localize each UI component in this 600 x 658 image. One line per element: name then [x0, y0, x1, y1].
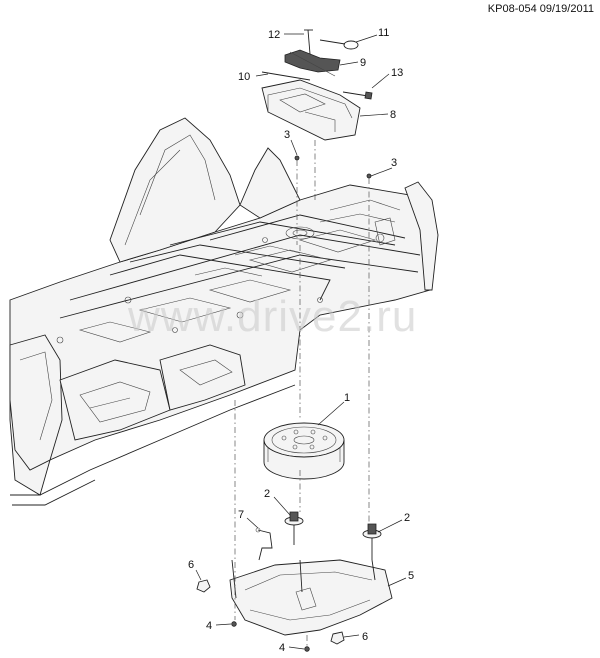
callout-11: 11 [378, 27, 389, 39]
jack-stowage-tray [261, 79, 361, 141]
callout-9: 9 [360, 57, 366, 69]
callout-2: 2 [404, 512, 410, 524]
callout-1: 1 [344, 392, 350, 404]
callout-4: 4 [279, 642, 285, 654]
callout-3: 3 [391, 157, 397, 169]
callout-8: 8 [390, 109, 396, 121]
callout-5: 5 [408, 570, 414, 582]
jack-stowage-assembly [261, 29, 373, 141]
spare-wheel [263, 422, 345, 480]
underbody-floor-pan [9, 117, 439, 506]
callout-3: 3 [284, 129, 290, 141]
wheel-mount-right [362, 523, 382, 560]
callout-6: 6 [188, 559, 194, 571]
callout-2: 2 [264, 488, 270, 500]
callout-12: 12 [268, 29, 280, 41]
leader-lines [195, 33, 407, 650]
document-id: KP08-054 09/19/2011 [487, 3, 594, 15]
watermark: www.drive2.ru [128, 292, 418, 341]
spare-tether [255, 527, 273, 561]
callout-13: 13 [391, 67, 403, 79]
callout-4: 4 [206, 620, 212, 632]
callout-7: 7 [238, 509, 244, 521]
callout-10: 10 [238, 71, 250, 83]
callout-6: 6 [362, 631, 368, 643]
scissor-jack [284, 49, 341, 73]
callout-numbers: 1 2 2 3 3 4 4 5 6 6 7 8 9 10 11 12 13 [188, 27, 414, 654]
spare-wheel-under-cover [229, 559, 393, 636]
wheel-mount-left [284, 511, 304, 545]
assembly-centerlines [234, 140, 370, 648]
